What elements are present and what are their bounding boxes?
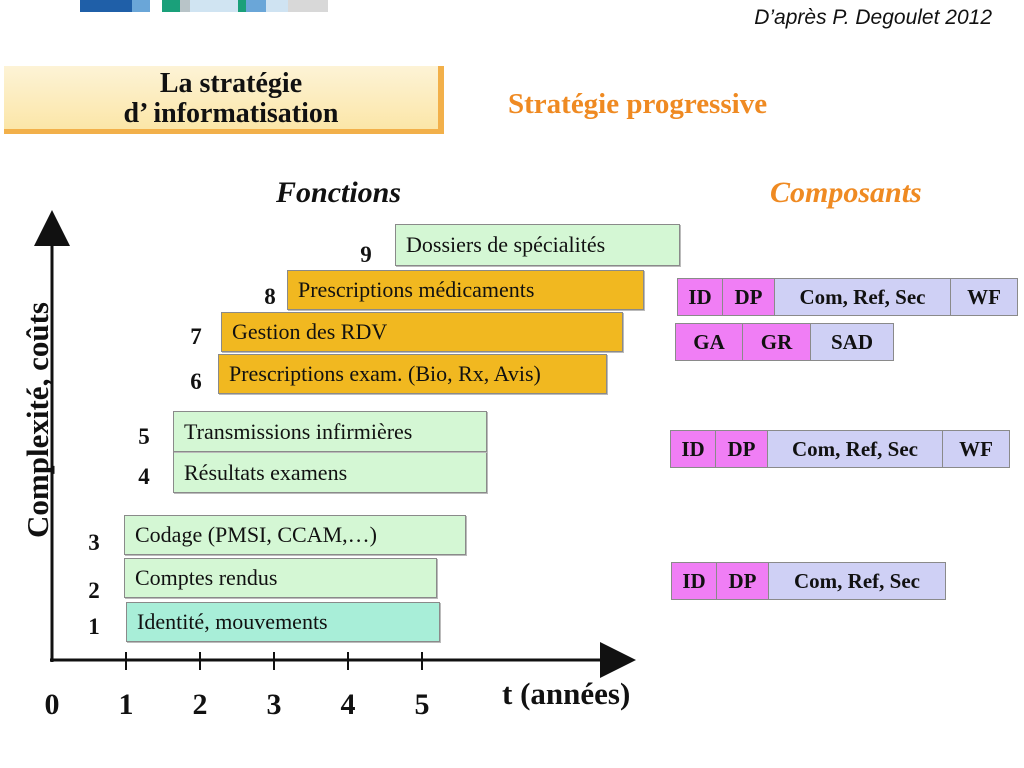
function-bar-transmissions: Transmissions infirmières [173, 411, 487, 452]
x-tick-label-2: 2 [192, 688, 208, 721]
components-row-second: GA GR SAD [675, 323, 894, 361]
strip-segment [162, 0, 180, 12]
strip-segment [132, 0, 150, 12]
x-tick-label-4: 4 [340, 688, 356, 721]
strip-segment [150, 0, 162, 12]
component-id: ID [677, 278, 723, 316]
function-number-2: 2 [88, 578, 100, 603]
component-dp: DP [716, 562, 769, 600]
top-color-strip [80, 0, 328, 12]
function-number-3: 3 [88, 530, 100, 555]
x-tick-label-0: 0 [44, 688, 60, 721]
component-id: ID [671, 562, 717, 600]
function-bar-prescriptions-exam: Prescriptions exam. (Bio, Rx, Avis) [218, 354, 607, 394]
component-sad: SAD [810, 323, 894, 361]
strip-segment [190, 0, 238, 12]
component-gr: GR [742, 323, 811, 361]
function-number-1: 1 [88, 614, 100, 639]
title-line-2: d’ informatisation [123, 98, 339, 129]
function-number-5: 5 [138, 424, 150, 449]
function-number-4: 4 [138, 464, 150, 489]
components-row-top: ID DP Com, Ref, Sec WF [677, 278, 1018, 316]
component-com-ref-sec: Com, Ref, Sec [767, 430, 943, 468]
x-axis-label: t (années) [502, 676, 631, 711]
function-number-9: 9 [360, 242, 372, 267]
strip-segment [246, 0, 266, 12]
component-wf: WF [942, 430, 1010, 468]
component-com-ref-sec: Com, Ref, Sec [768, 562, 946, 600]
function-number-7: 7 [190, 324, 202, 349]
function-bar-prescriptions-medicaments: Prescriptions médicaments [287, 270, 644, 310]
function-bar-dossiers-specialites: Dossiers de spécialités [395, 224, 680, 266]
title-line-1: La stratégie [159, 68, 303, 99]
function-number-8: 8 [264, 284, 276, 309]
components-row-middle: ID DP Com, Ref, Sec WF [670, 430, 1010, 468]
component-id: ID [670, 430, 716, 468]
slide-title: La stratégie d’ informatisation [4, 66, 444, 134]
credit-text: D’après P. Degoulet 2012 [754, 6, 992, 29]
function-bar-gestion-rdv: Gestion des RDV [221, 312, 623, 352]
x-tick-label-1: 1 [118, 688, 134, 721]
column-header-fonctions: Fonctions [276, 176, 402, 209]
x-tick-label-5: 5 [414, 688, 430, 721]
strip-segment [80, 0, 132, 12]
x-tick-label-3: 3 [266, 688, 282, 721]
strip-segment [266, 0, 288, 12]
strip-segment [288, 0, 328, 12]
components-row-bottom: ID DP Com, Ref, Sec [671, 562, 946, 600]
subtitle: Stratégie progressive [508, 88, 768, 120]
component-dp: DP [715, 430, 768, 468]
strip-segment [180, 0, 190, 12]
column-header-composants: Composants [770, 176, 922, 209]
function-bar-identite: Identité, mouvements [126, 602, 440, 642]
function-bar-comptes-rendus: Comptes rendus [124, 558, 437, 598]
function-number-6: 6 [190, 369, 202, 394]
component-dp: DP [722, 278, 775, 316]
component-wf: WF [950, 278, 1018, 316]
component-ga: GA [675, 323, 743, 361]
component-com-ref-sec: Com, Ref, Sec [774, 278, 951, 316]
function-bar-resultats-examens: Résultats examens [173, 452, 487, 493]
strip-segment [238, 0, 246, 12]
function-bar-codage: Codage (PMSI, CCAM,…) [124, 515, 466, 555]
